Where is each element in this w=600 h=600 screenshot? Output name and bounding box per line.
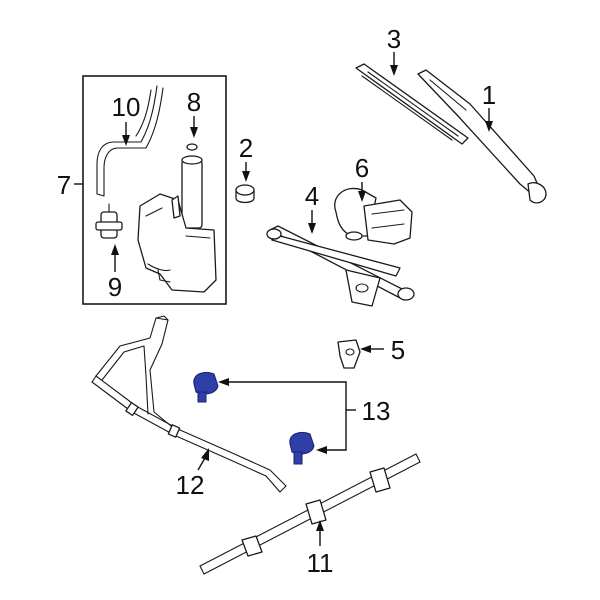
leader-lines <box>74 52 493 546</box>
washer-nozzle-upper <box>193 371 219 403</box>
wiper-motor-part <box>334 187 413 245</box>
filler-neck-part <box>181 143 203 229</box>
callout-6: 6 <box>355 153 369 183</box>
bracket-part <box>337 339 361 369</box>
washer-nozzle-lower <box>289 431 315 465</box>
wiper-blade-part <box>355 63 469 145</box>
callout-12: 12 <box>176 470 205 500</box>
callout-11: 11 <box>307 548 334 578</box>
washer-reservoir-tank <box>137 193 217 293</box>
callout-2: 2 <box>239 133 253 163</box>
callout-1: 1 <box>482 80 496 110</box>
callout-7: 7 <box>57 170 71 200</box>
callout-5: 5 <box>391 335 405 365</box>
reservoir-group-box <box>82 75 227 305</box>
callout-13: 13 <box>362 396 391 426</box>
callout-9: 9 <box>108 272 122 302</box>
washer-hose-assembly-part <box>91 315 287 493</box>
grommet-part <box>235 184 255 204</box>
callout-4: 4 <box>305 181 319 211</box>
washer-hose-part <box>96 85 164 197</box>
callout-3: 3 <box>387 24 401 54</box>
washer-pump-part <box>95 203 123 239</box>
wiper-linkage-part <box>266 225 415 307</box>
wiper-arm-part <box>417 69 547 204</box>
cowl-hose-part <box>199 453 421 575</box>
callout-10: 10 <box>112 92 141 122</box>
callout-8: 8 <box>187 87 201 117</box>
